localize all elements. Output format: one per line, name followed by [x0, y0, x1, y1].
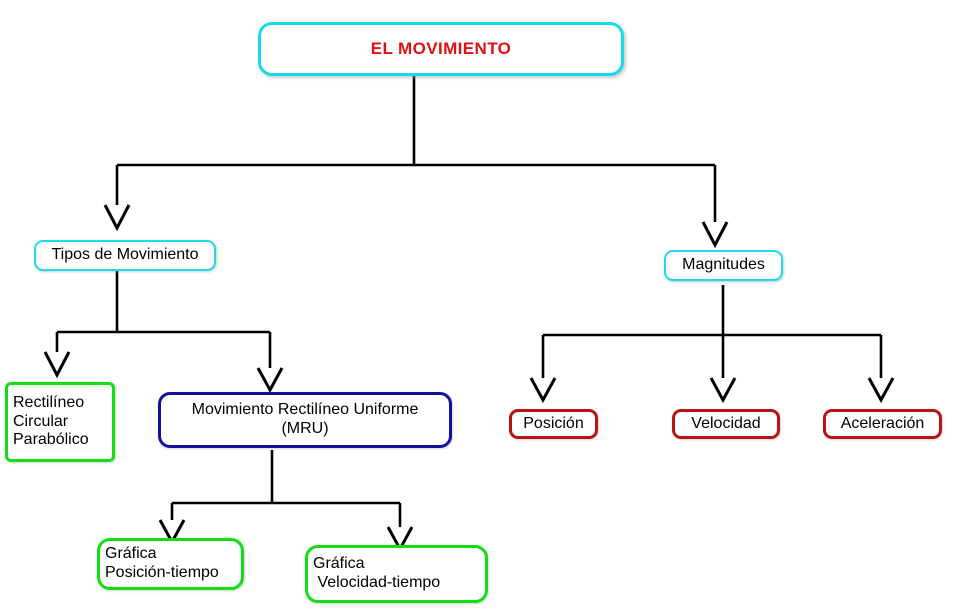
node-mru-line-1: Movimiento Rectilíneo Uniforme [191, 401, 419, 419]
node-aceleracion[interactable]: Aceleración [823, 409, 942, 439]
node-grafica-posicion-line-1: Gráfica [105, 545, 157, 563]
node-magnitudes[interactable]: Magnitudes [664, 250, 783, 281]
node-grafica-posicion-tiempo[interactable]: Gráfica Posición-tiempo [97, 538, 244, 590]
node-clases-line-2: Circular [13, 412, 69, 430]
arrowhead-magnitudes [701, 221, 729, 249]
node-clases-line-1: Rectilíneo [13, 393, 85, 411]
node-aceleracion-label: Aceleración [840, 414, 925, 432]
node-posicion-label: Posición [523, 414, 584, 432]
arrowhead-velocidad [709, 377, 737, 404]
arrowhead-aceleracion [867, 377, 895, 404]
node-grafica-velocidad-line-2: Velocidad-tiempo [313, 574, 441, 591]
arrowhead-mru [256, 367, 284, 394]
node-grafica-velocidad-tiempo[interactable]: Gráfica Velocidad-tiempo [305, 545, 488, 603]
node-posicion[interactable]: Posición [509, 409, 598, 439]
node-mru-line-2: (MRU) [281, 420, 329, 437]
node-tipos-de-movimiento[interactable]: Tipos de Movimiento [34, 240, 216, 271]
arrowhead-posicion [529, 377, 557, 404]
node-tipos-label: Tipos de Movimiento [51, 246, 199, 264]
node-clases-de-movimiento[interactable]: Rectilíneo Circular Parabólico [5, 382, 115, 462]
node-mru[interactable]: Movimiento Rectilíneo Uniforme (MRU) [158, 392, 452, 448]
node-root-el-movimiento[interactable]: EL MOVIMIENTO [258, 22, 624, 76]
arrowhead-clases [43, 351, 71, 379]
node-magnitudes-label: Magnitudes [682, 256, 765, 274]
node-velocidad[interactable]: Velocidad [672, 409, 780, 439]
arrowhead-tipos [103, 204, 131, 232]
node-clases-line-3: Parabólico [13, 431, 89, 449]
node-velocidad-label: Velocidad [691, 414, 761, 432]
node-grafica-velocidad-line-1: Gráfica [313, 555, 365, 573]
node-grafica-posicion-line-2: Posición-tiempo [105, 564, 219, 581]
node-root-label: EL MOVIMIENTO [370, 38, 512, 58]
